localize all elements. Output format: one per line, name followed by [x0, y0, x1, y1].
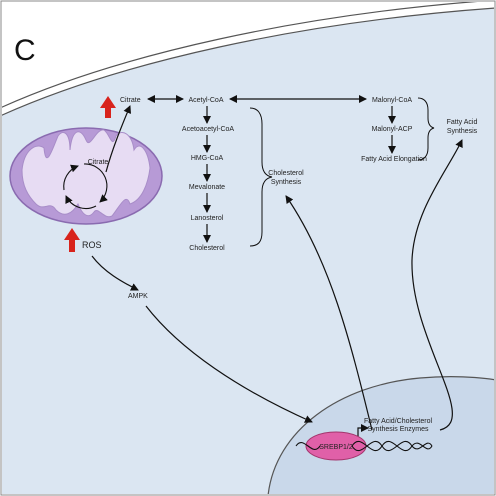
fatty-acid-synthesis-label-line2: Synthesis [447, 128, 478, 135]
dna-helix-icon [295, 440, 433, 452]
ros-ampk-arrow [91, 255, 139, 291]
fatty-acid-synthesis-label-line1: Fatty Acid [447, 119, 478, 126]
cell-cytoplasm [2, 8, 494, 494]
citrate-export-arrow [105, 105, 132, 173]
acetoacetyl-coa-label: Acetoacetyl-CoA [182, 126, 234, 133]
fatty-acid-elongation-label: Fatty Acid Elongation [361, 156, 427, 163]
malonyl-acp-label: Malonyl-ACP [372, 126, 413, 133]
up-arrow-icon [100, 96, 116, 118]
cholesterol-synthesis-label-line1: Cholesterol [268, 170, 304, 177]
panel-letter: C [14, 34, 36, 67]
promoter-arrow [357, 424, 369, 438]
pathway-arrows [91, 95, 463, 438]
hmg-coa-label: HMG-CoA [191, 155, 224, 162]
enzymes-label-line2: Synthesis Enzymes [367, 426, 429, 433]
up-arrow-icon [64, 228, 80, 252]
citrate-label: Citrate [120, 97, 141, 104]
cell-membrane-outer [2, 2, 478, 108]
citrate-cycle-icon [63, 163, 108, 210]
fatty-acid-synthesis-brace [417, 97, 435, 161]
srebp-protein [305, 431, 367, 461]
mito-citrate-label: Citrate [88, 159, 109, 166]
acetyl-coa-label: Acetyl-CoA [188, 97, 223, 104]
ampk-label: AMPK [128, 293, 148, 300]
ampk-srebp-arrow [145, 305, 313, 423]
enzymes-cholesterol-arrow [285, 195, 373, 431]
mevalonate-label: Mevalonate [189, 184, 225, 191]
enzymes-fatty-acid-arrow [411, 139, 463, 431]
mitochondrion-cristae [21, 129, 151, 218]
malonyl-coa-label: Malonyl-CoA [372, 97, 412, 104]
mitochondrion: Citrate [9, 127, 163, 225]
cholesterol-synthesis-brace [249, 107, 273, 247]
cell-membrane-inner [2, 7, 494, 116]
ros-label: ROS [82, 240, 102, 250]
enzymes-label-line1: Fatty Acid/Cholesterol [364, 418, 433, 425]
cholesterol-label: Cholesterol [189, 245, 225, 252]
cholesterol-synthesis-label-line2: Synthesis [271, 179, 302, 186]
srebp-label: SREBP1/2 [319, 444, 353, 451]
nucleus [267, 376, 494, 494]
lanosterol-label: Lanosterol [191, 215, 224, 222]
